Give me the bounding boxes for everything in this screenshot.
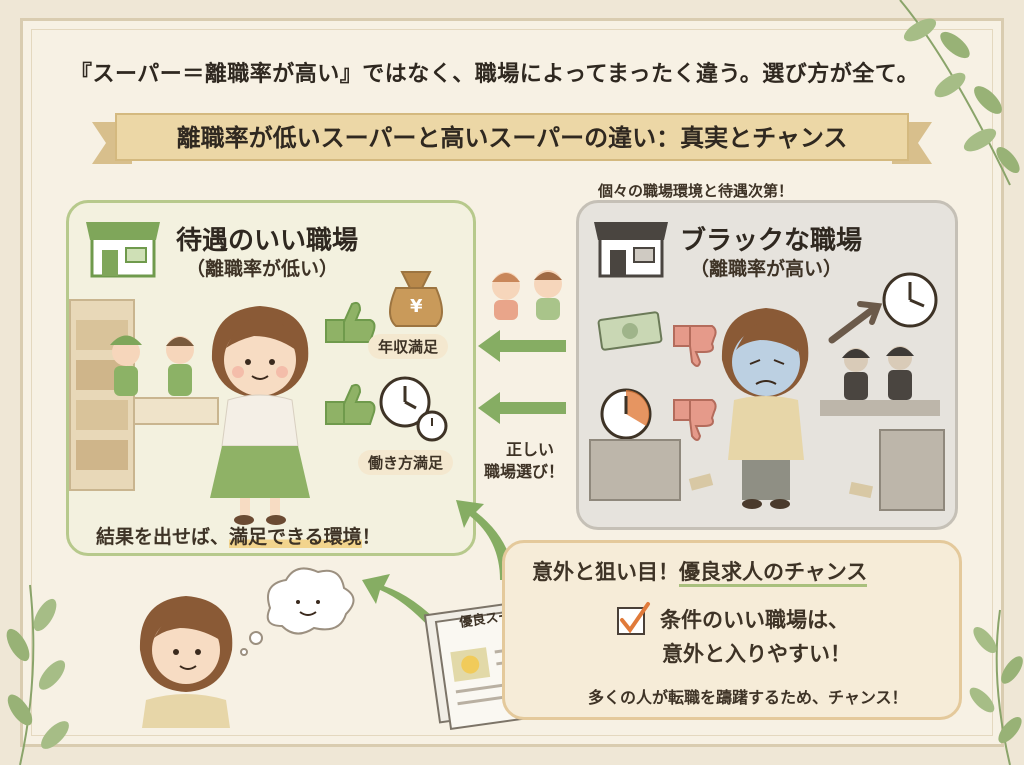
thumbs-down-icon — [673, 325, 717, 367]
stressed-woman-illustration — [721, 308, 809, 509]
arrow-left-icon-2 — [478, 392, 566, 424]
top-note: 個々の職場環境と待遇次第！ — [598, 182, 794, 200]
store-icon-gray — [594, 222, 668, 278]
chance-title-highlight: 優良求人のチャンス — [679, 560, 868, 587]
yen-symbol: ¥ — [410, 296, 423, 317]
thumbs-up-icon-2 — [325, 383, 376, 425]
bad-panel-subtitle: （離職率が高い） — [690, 258, 843, 280]
thumbs-up-icon — [325, 301, 376, 343]
leaf-icon-top-right — [899, 0, 1020, 186]
arrow-up-icon-2 — [362, 574, 444, 628]
good-panel-title: 待遇のいい職場 — [176, 226, 359, 256]
wall-clock-icon — [828, 272, 938, 344]
thumbs-down-icon-2 — [673, 399, 717, 441]
chance-title-pre: 意外と狙い目！ — [532, 560, 679, 584]
stress-clock-icon — [600, 388, 652, 440]
chance-title: 意外と狙い目！優良求人のチャンス — [532, 556, 868, 587]
money-bill-icon — [597, 311, 663, 351]
two-people-icon — [492, 270, 562, 320]
headline: 『スーパー＝離職率が高い』ではなく、職場によってまったく違う。選び方が全て。 — [70, 62, 920, 87]
thought-cloud-icon — [240, 567, 355, 656]
salary-satisfied-badge: 年収満足 — [368, 334, 449, 359]
banner-title: 離職率が低いスーパーと高いスーパーの違い：真実とチャンス — [176, 124, 848, 152]
staff-illustration — [110, 335, 194, 396]
work-style-satisfied-badge: 働き方満足 — [358, 450, 454, 475]
result-post: ！ — [361, 526, 381, 548]
arrow-up-icon-1 — [456, 500, 514, 580]
inner-frame — [31, 29, 993, 736]
banner-ribbon — [92, 113, 932, 164]
leaf-icon-bottom-left — [6, 584, 69, 765]
result-highlight: 満足できる環境 — [229, 526, 362, 548]
money-bag-icon — [389, 271, 443, 327]
store-icon-green — [86, 222, 160, 278]
leaf-icon-bottom-right — [969, 609, 1023, 765]
arrow-left-icon — [478, 330, 566, 362]
arrow-label-line1: 正しい — [506, 440, 555, 459]
messy-shelf-illustration — [589, 429, 945, 511]
result-pre: 結果を出せば、 — [96, 526, 230, 548]
good-panel-result: 結果を出せば、満足できる環境！ — [96, 522, 381, 549]
good-panel-subtitle: （離職率が低い） — [186, 258, 339, 280]
unhappy-staff-illustration — [820, 346, 940, 416]
happy-woman-illustration — [210, 306, 310, 525]
chance-note: 多くの人が転職を躊躇するため、チャンス！ — [588, 688, 908, 707]
check-line-1: 条件のいい職場は、 — [660, 608, 849, 632]
chance-panel — [502, 540, 962, 720]
arrow-label-line2: 職場選び！ — [484, 462, 565, 481]
bad-panel-title: ブラックな職場 — [680, 226, 863, 256]
clock-icon — [379, 376, 448, 442]
check-line-2: 意外と入りやすい！ — [662, 642, 851, 666]
